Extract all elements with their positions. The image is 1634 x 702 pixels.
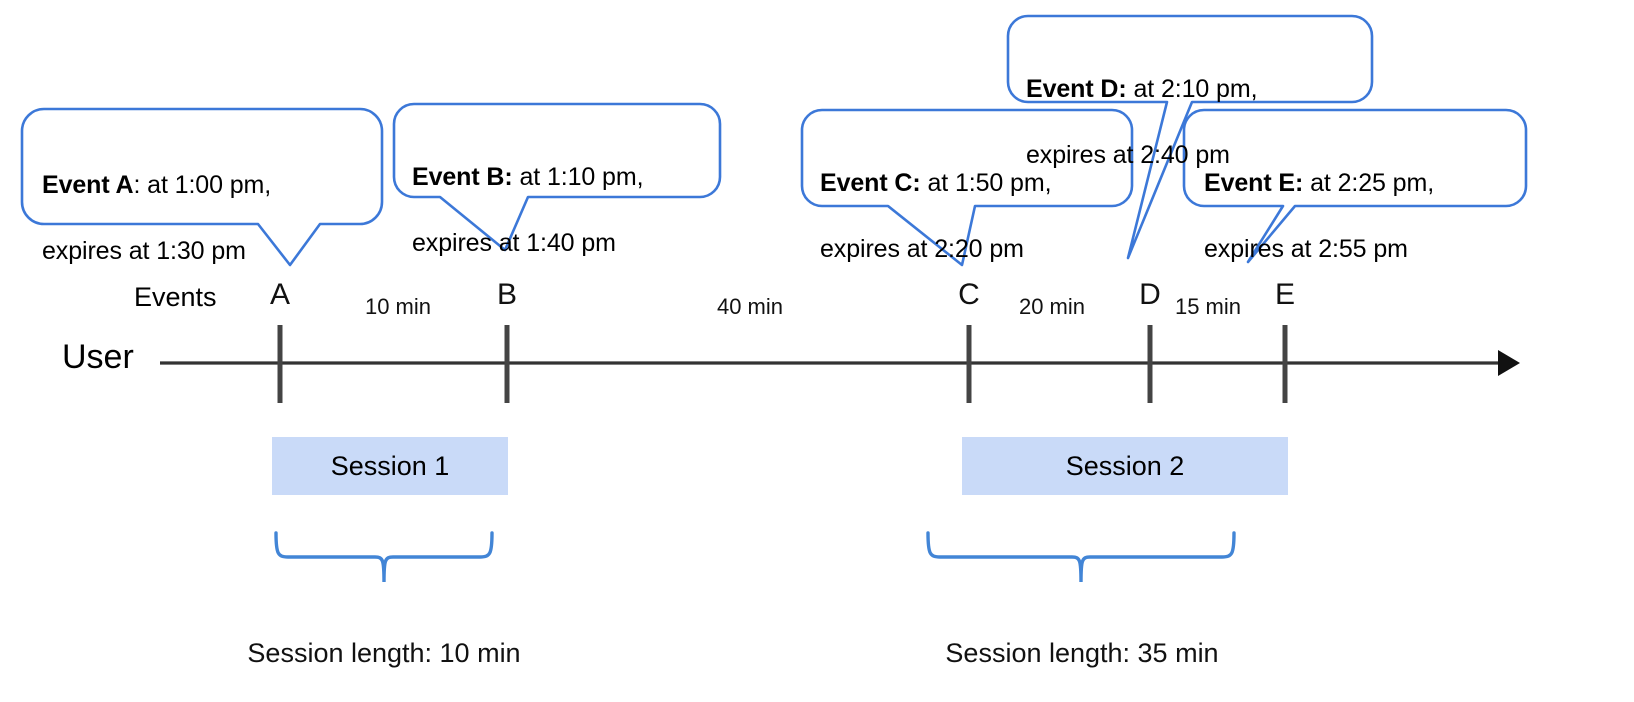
marker-label-c: C <box>958 278 980 311</box>
callout-text-event-b: Event B: at 1:10 pm, expires at 1:40 pm <box>412 128 712 260</box>
callout-text-event-d: Event D: at 2:10 pm, expires at 2:40 pm <box>1026 40 1356 172</box>
axis-row-label-user: User <box>62 338 134 376</box>
callout-text-event-c: Event C: at 1:50 pm, expires at 2:20 pm <box>820 134 1120 266</box>
callout-event-a-bold: Event A <box>42 171 134 199</box>
callout-event-d-bold: Event D: <box>1026 75 1127 103</box>
callout-event-b-line2: expires at 1:40 pm <box>412 229 616 257</box>
callout-event-d-rest: at 2:10 pm, <box>1126 75 1258 103</box>
session-bar-1: Session 1 <box>272 437 508 495</box>
callout-event-d-line2: expires at 2:40 pm <box>1026 141 1230 169</box>
interval-label-b-c: 40 min <box>716 294 784 319</box>
callout-shape-event-e <box>1182 108 1528 264</box>
marker-label-d: D <box>1139 278 1161 311</box>
interval-label-c-d: 20 min <box>1018 294 1086 319</box>
callout-event-a-rest: : at 1:00 pm, <box>133 171 272 199</box>
interval-label-d-e: 15 min <box>1174 294 1242 319</box>
events-row-label: Events <box>134 282 217 312</box>
interval-label-a-b: 10 min <box>364 294 432 319</box>
callout-text-event-e: Event E: at 2:25 pm, expires at 2:55 pm <box>1204 134 1524 266</box>
callout-event-b-rest: at 1:10 pm, <box>512 163 644 191</box>
timeline-axis <box>160 350 1520 376</box>
callout-event-e-line2: expires at 2:55 pm <box>1204 235 1408 263</box>
brace-session-1 <box>274 531 494 583</box>
session-length-caption-1: Session length: 10 min <box>247 638 521 668</box>
brace-session-2 <box>926 531 1236 583</box>
callout-text-event-a: Event A: at 1:00 pm, expires at 1:30 pm <box>42 136 372 268</box>
callout-shape-event-d <box>1006 14 1374 260</box>
callout-event-c-bold: Event C: <box>820 169 921 197</box>
session-bar-1-label: Session 1 <box>330 450 450 481</box>
callout-event-c-line2: expires at 2:20 pm <box>820 235 1024 263</box>
marker-label-a: A <box>269 278 291 311</box>
callout-event-e-bold: Event E: <box>1204 169 1304 197</box>
session-length-caption-2: Session length: 35 min <box>945 638 1219 668</box>
callout-event-b-bold: Event B: <box>412 163 513 191</box>
callout-shape-event-b <box>392 102 722 252</box>
marker-label-e: E <box>1274 278 1296 311</box>
session-bar-2: Session 2 <box>962 437 1288 495</box>
session-bar-2-label: Session 2 <box>1065 450 1185 481</box>
callout-event-c-rest: at 1:50 pm, <box>920 169 1052 197</box>
callout-shape-event-c <box>800 108 1134 267</box>
callout-shape-event-a <box>20 107 384 267</box>
callout-event-e-rest: at 2:25 pm, <box>1303 169 1435 197</box>
callout-event-a-line2: expires at 1:30 pm <box>42 237 246 265</box>
marker-label-b: B <box>496 278 518 311</box>
